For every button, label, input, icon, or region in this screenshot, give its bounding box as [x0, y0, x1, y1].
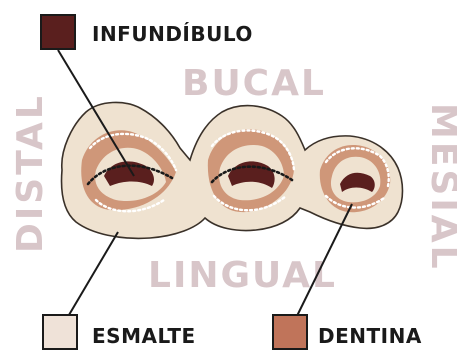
swatch-esmalte: [42, 314, 78, 350]
legend-dentina: DENTINA: [318, 326, 422, 346]
pointer-dentina: [296, 204, 352, 318]
legend-infundibulo: INFUNDÍBULO: [92, 24, 253, 44]
swatch-dentina: [272, 314, 308, 350]
pointer-esmalte: [66, 232, 118, 320]
legend-esmalte: ESMALTE: [92, 326, 196, 346]
swatch-infundibulo: [40, 14, 76, 50]
